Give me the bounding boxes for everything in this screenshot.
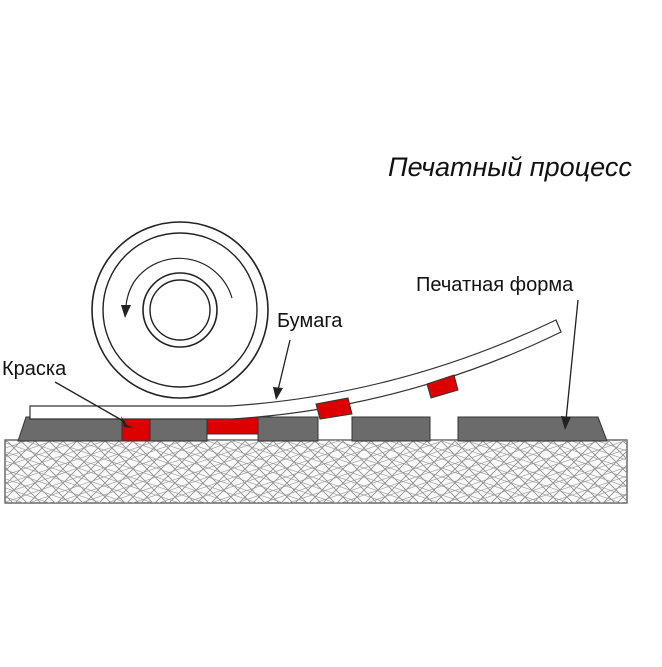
paper-sheet: [29, 319, 562, 420]
printing-form-plate: [17, 416, 608, 442]
ink-label: Краска: [2, 358, 67, 380]
leader-lines: [54, 299, 579, 430]
rotation-arrow-icon: [125, 257, 233, 307]
paper-label: Бумага: [277, 310, 343, 332]
ink-on-paper: [315, 374, 459, 420]
diagram-title: Печатный процесс: [388, 152, 632, 182]
roller: [91, 221, 269, 399]
printing-form-label: Печатная форма: [416, 274, 574, 296]
ink-on-form: [121, 416, 259, 442]
substrate-base: [4, 439, 628, 504]
